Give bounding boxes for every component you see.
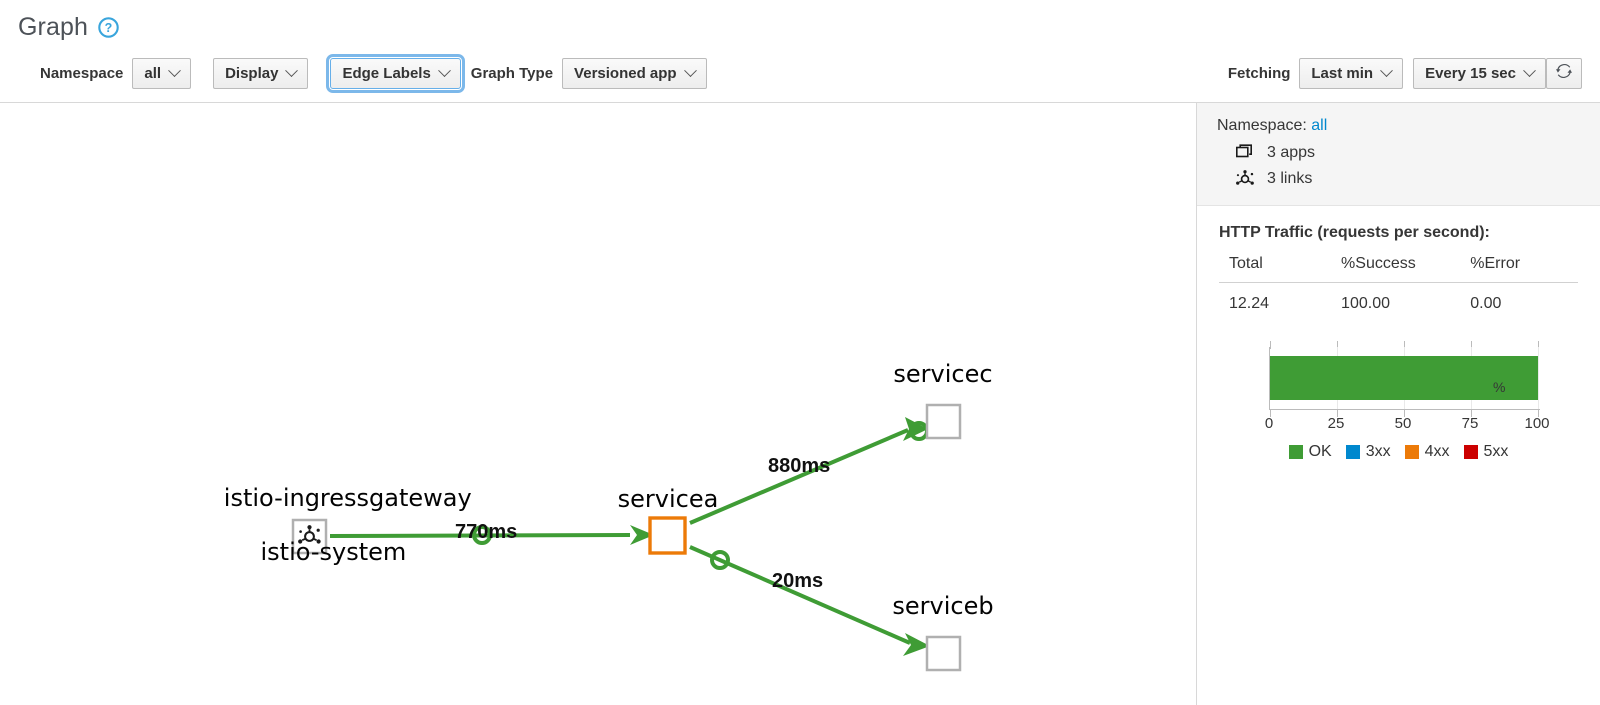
legend-label-4xx: 4xx: [1424, 443, 1450, 460]
page-title: Graph: [18, 12, 88, 41]
topology-hub-icon: [298, 525, 321, 544]
fetching-label: Fetching: [1227, 64, 1291, 82]
legend-swatch-4xx: [1404, 445, 1419, 459]
apps-stat-row: 3 apps: [1235, 143, 1600, 163]
namespace-link[interactable]: all: [1311, 117, 1328, 134]
chevron-down-icon: [1523, 63, 1536, 77]
node-label-line2: istio-system: [260, 537, 407, 566]
namespace-prefix: Namespace:: [1217, 117, 1312, 134]
edge-servicea-servicec: [689, 417, 929, 525]
column-header-success: %Success: [1341, 252, 1471, 283]
namespace-dropdown[interactable]: all: [132, 57, 192, 89]
namespace-dropdown-value: all: [144, 64, 162, 82]
edge-servicea-serviceb: [689, 545, 930, 656]
svg-text:?: ?: [105, 21, 113, 35]
node-label-line1: istio-ingressgateway: [223, 483, 472, 512]
graph-type-dropdown[interactable]: Versioned app: [562, 57, 707, 89]
edge-label-20ms: 20ms: [772, 570, 824, 592]
node-label-istio-ingressgateway: istio-ingressgateway istio-system: [178, 458, 472, 592]
edge-label-770ms: 770ms: [455, 521, 518, 543]
toolbar-right-group: Fetching Last min Every 15 sec: [1227, 57, 1582, 89]
legend-label-5xx: 5xx: [1483, 443, 1509, 460]
graph-type-label: Graph Type: [470, 64, 554, 82]
node-servicea: [648, 516, 687, 555]
cell-total: 12.24: [1229, 295, 1270, 312]
cell-success: 100.00: [1341, 295, 1390, 312]
edge-labels-dropdown-label: Edge Labels: [342, 64, 431, 82]
chevron-down-icon: [168, 63, 181, 77]
refresh-button[interactable]: [1546, 57, 1582, 89]
legend-swatch-ok: [1288, 445, 1303, 459]
table-row: 12.24 100.00 0.00: [1219, 283, 1578, 314]
node-label-serviceb: serviceb: [892, 592, 994, 620]
chart-plot-area: [1269, 341, 1539, 417]
topology-icon: [1235, 169, 1255, 189]
question-circle-icon[interactable]: ?: [98, 16, 119, 38]
cell-error: 0.00: [1470, 295, 1502, 312]
namespace-summary: Namespace: all 3 apps: [1197, 103, 1600, 206]
http-traffic-chart: % 0 25 50 75 100 OK 3xx: [1219, 339, 1578, 460]
legend-swatch-3xx: [1345, 445, 1360, 459]
node-istio-ingressgateway: [291, 518, 328, 555]
legend-label-3xx: 3xx: [1365, 443, 1391, 460]
legend-item-4xx[interactable]: 4xx: [1404, 443, 1450, 461]
graph-toolbar: Namespace all Display Edge Labels Graph …: [0, 44, 1600, 102]
chart-legend: OK 3xx 4xx 5xx: [1219, 443, 1578, 461]
page-header: Graph ?: [0, 0, 1600, 44]
main-region: istio-ingressgateway istio-system servic…: [0, 103, 1600, 705]
xtick-0: 0: [1264, 415, 1274, 432]
edge-ingressgateway-servicea: [329, 525, 654, 545]
display-dropdown-label: Display: [225, 64, 279, 82]
legend-item-5xx[interactable]: 5xx: [1463, 443, 1509, 461]
refresh-interval-dropdown[interactable]: Every 15 sec: [1413, 57, 1546, 89]
legend-swatch-5xx: [1463, 445, 1478, 459]
node-label-servicea: servicea: [617, 485, 719, 513]
duration-dropdown[interactable]: Last min: [1299, 57, 1404, 89]
traffic-section: HTTP Traffic (requests per second): Tota…: [1197, 206, 1600, 460]
column-header-error: %Error: [1470, 252, 1578, 283]
toolbar-divider: [0, 102, 1600, 103]
legend-item-ok[interactable]: OK: [1288, 443, 1332, 461]
xtick-25: 25: [1327, 415, 1345, 432]
edge-labels-dropdown[interactable]: Edge Labels: [326, 53, 465, 93]
bar-ok[interactable]: [1270, 356, 1538, 400]
traffic-table: Total %Success %Error 12.24 100.00 0.00: [1219, 252, 1578, 313]
traffic-table-header-row: Total %Success %Error: [1219, 252, 1578, 283]
apps-count: 3 apps: [1267, 144, 1316, 161]
traffic-title: HTTP Traffic (requests per second):: [1219, 224, 1490, 241]
chevron-down-icon: [683, 63, 697, 77]
refresh-interval-dropdown-value: Every 15 sec: [1425, 64, 1516, 82]
xtick-100: 100: [1524, 415, 1550, 432]
node-label-servicec: servicec: [893, 360, 993, 388]
links-count: 3 links: [1267, 170, 1313, 187]
chevron-down-icon: [285, 63, 299, 77]
chart-percent-label: %: [1493, 379, 1506, 395]
links-stat-row: 3 links: [1235, 169, 1600, 189]
graph-canvas[interactable]: istio-ingressgateway istio-system servic…: [0, 103, 1196, 705]
duration-dropdown-value: Last min: [1311, 64, 1374, 82]
chevron-down-icon: [437, 63, 451, 77]
column-header-total: Total: [1219, 252, 1342, 283]
legend-label-ok: OK: [1308, 443, 1332, 460]
node-serviceb: [925, 635, 962, 672]
legend-item-3xx[interactable]: 3xx: [1345, 443, 1391, 461]
sync-icon: [1556, 63, 1572, 83]
edge-label-880ms: 880ms: [768, 455, 831, 477]
xtick-75: 75: [1461, 415, 1479, 432]
display-dropdown[interactable]: Display: [213, 57, 309, 89]
side-panel: Namespace: all 3 apps: [1196, 103, 1600, 705]
graph-svg: [291, 403, 962, 672]
graph-type-dropdown-value: Versioned app: [574, 64, 677, 82]
chart-axis-line: [1269, 409, 1540, 410]
chevron-down-icon: [1380, 63, 1393, 77]
node-servicec: [925, 403, 962, 440]
namespace-label: Namespace: [40, 64, 124, 82]
namespace-line: Namespace: all: [1217, 117, 1600, 135]
xtick-50: 50: [1394, 415, 1412, 432]
apps-icon: [1235, 143, 1255, 163]
